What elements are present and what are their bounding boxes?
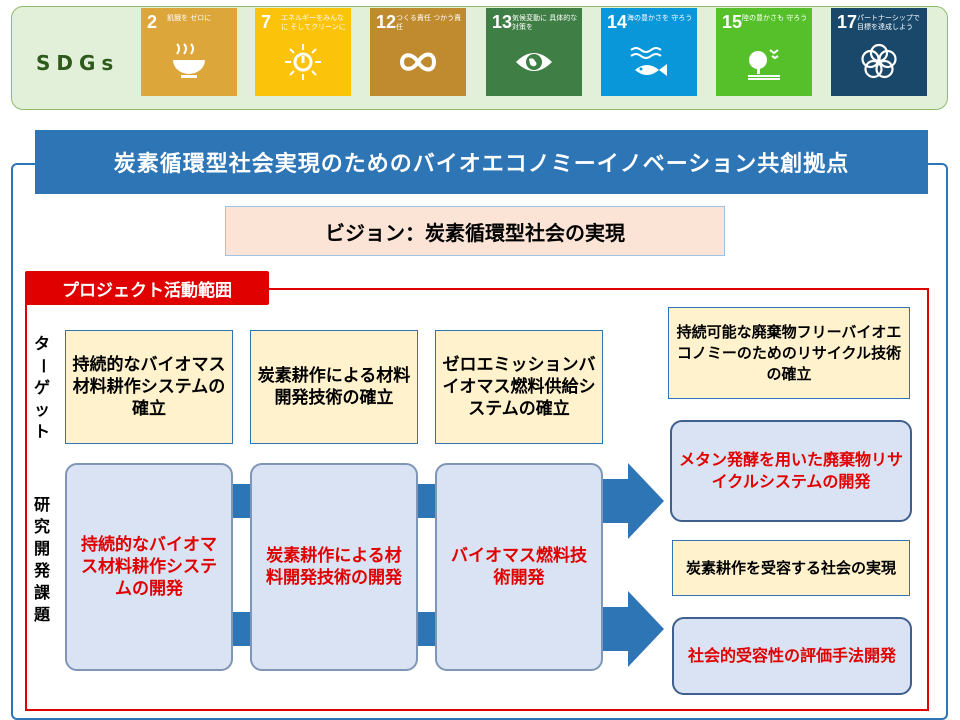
sdg-goal-7: 7 エネルギーをみんなに そしてクリーンに xyxy=(255,8,351,96)
side-char: 課 xyxy=(33,583,50,602)
side-char: 題 xyxy=(33,605,50,624)
sdg-goal-text: 陸の豊かさも 守ろう xyxy=(742,14,808,22)
side-char: ー xyxy=(33,358,52,374)
side-char: ッ xyxy=(33,400,50,419)
sdg-goal-text: 気候変動に 具体的な対策を xyxy=(512,14,578,31)
target-box-carbon-farming-materials: 炭素耕作による材料開発技術の確立 xyxy=(250,330,418,444)
side-char: タ xyxy=(33,334,50,353)
side-char: 開 xyxy=(33,539,50,558)
side-char: 発 xyxy=(33,561,50,580)
sdg-goal-number: 14 xyxy=(607,12,628,32)
task-box-social-acceptance: 社会的受容性の評価手法開発 xyxy=(672,617,912,695)
sdg-goal-text: 海の豊かさを 守ろう xyxy=(627,14,693,22)
sdg-goal-number: 17 xyxy=(837,12,858,32)
task-box-biomass-fuel: バイオマス燃料技術開発 xyxy=(435,463,603,671)
eye-globe-icon xyxy=(514,42,554,82)
project-scope-frame xyxy=(25,288,929,711)
tree-bird-icon xyxy=(744,42,784,82)
sun-power-icon xyxy=(283,42,323,82)
flower-rings-icon xyxy=(859,42,899,82)
sdg-goal-number: 2 xyxy=(147,12,158,32)
bowl-icon xyxy=(169,42,209,82)
arrow-upper-icon xyxy=(602,463,664,539)
sdg-goal-number: 13 xyxy=(492,12,513,32)
sdg-goal-text: パートナーシップで 目標を達成しよう xyxy=(857,14,920,31)
side-char: ゲ xyxy=(33,378,50,397)
fish-icon xyxy=(629,42,669,82)
page-title: 炭素循環型社会実現のためのバイオエコノミーイノベーション共創拠点 xyxy=(35,130,928,194)
connector-1 xyxy=(232,484,252,518)
target-box-recycling: 持続可能な廃棄物フリーバイオエコノミーのためのリサイクル技術の確立 xyxy=(668,307,910,399)
connector-3 xyxy=(416,484,436,518)
sdg-goal-number: 7 xyxy=(261,12,272,32)
target-box-biomass-cultivation: 持続的なバイオマス材料耕作システムの確立 xyxy=(65,330,233,444)
task-box-carbon-farming: 炭素耕作による材料開発技術の開発 xyxy=(250,463,418,671)
infinity-icon xyxy=(398,42,438,82)
target-box-zero-emission-fuel: ゼロエミッションバイオマス燃料供給システムの確立 xyxy=(435,330,603,444)
connector-4 xyxy=(416,612,436,646)
arrow-lower-icon xyxy=(602,591,664,667)
sdgs-label: SDGs xyxy=(36,51,120,75)
side-char: ト xyxy=(33,422,50,441)
research-side-label: 研 究 開 発 課 題 xyxy=(31,494,53,626)
target-side-label: タ ー ゲ ッ ト xyxy=(31,333,53,443)
sdg-goal-text: エネルギーをみんなに そしてクリーンに xyxy=(281,14,346,31)
task-box-methane-recycling: メタン発酵を用いた廃棄物リサイクルシステムの開発 xyxy=(670,420,912,522)
target-box-social-acceptance: 炭素耕作を受容する社会の実現 xyxy=(672,540,910,596)
sdg-goal-number: 15 xyxy=(722,12,743,32)
sdg-goal-number: 12 xyxy=(376,12,397,32)
side-char: 研 xyxy=(33,495,50,514)
sdg-goal-text: つくる責任 つかう責任 xyxy=(396,14,462,31)
task-box-biomass-cultivation: 持続的なバイオマス材料耕作システムの開発 xyxy=(65,463,233,671)
connector-2 xyxy=(232,612,252,646)
sdg-goal-2: 2 飢餓を ゼロに xyxy=(141,8,237,96)
project-scope-label: プロジェクト活動範囲 xyxy=(25,271,269,305)
vision-box: ビジョン：炭素循環型社会の実現 xyxy=(225,206,725,256)
side-char: 究 xyxy=(33,517,50,536)
sdg-goal-text: 飢餓を ゼロに xyxy=(167,14,212,22)
